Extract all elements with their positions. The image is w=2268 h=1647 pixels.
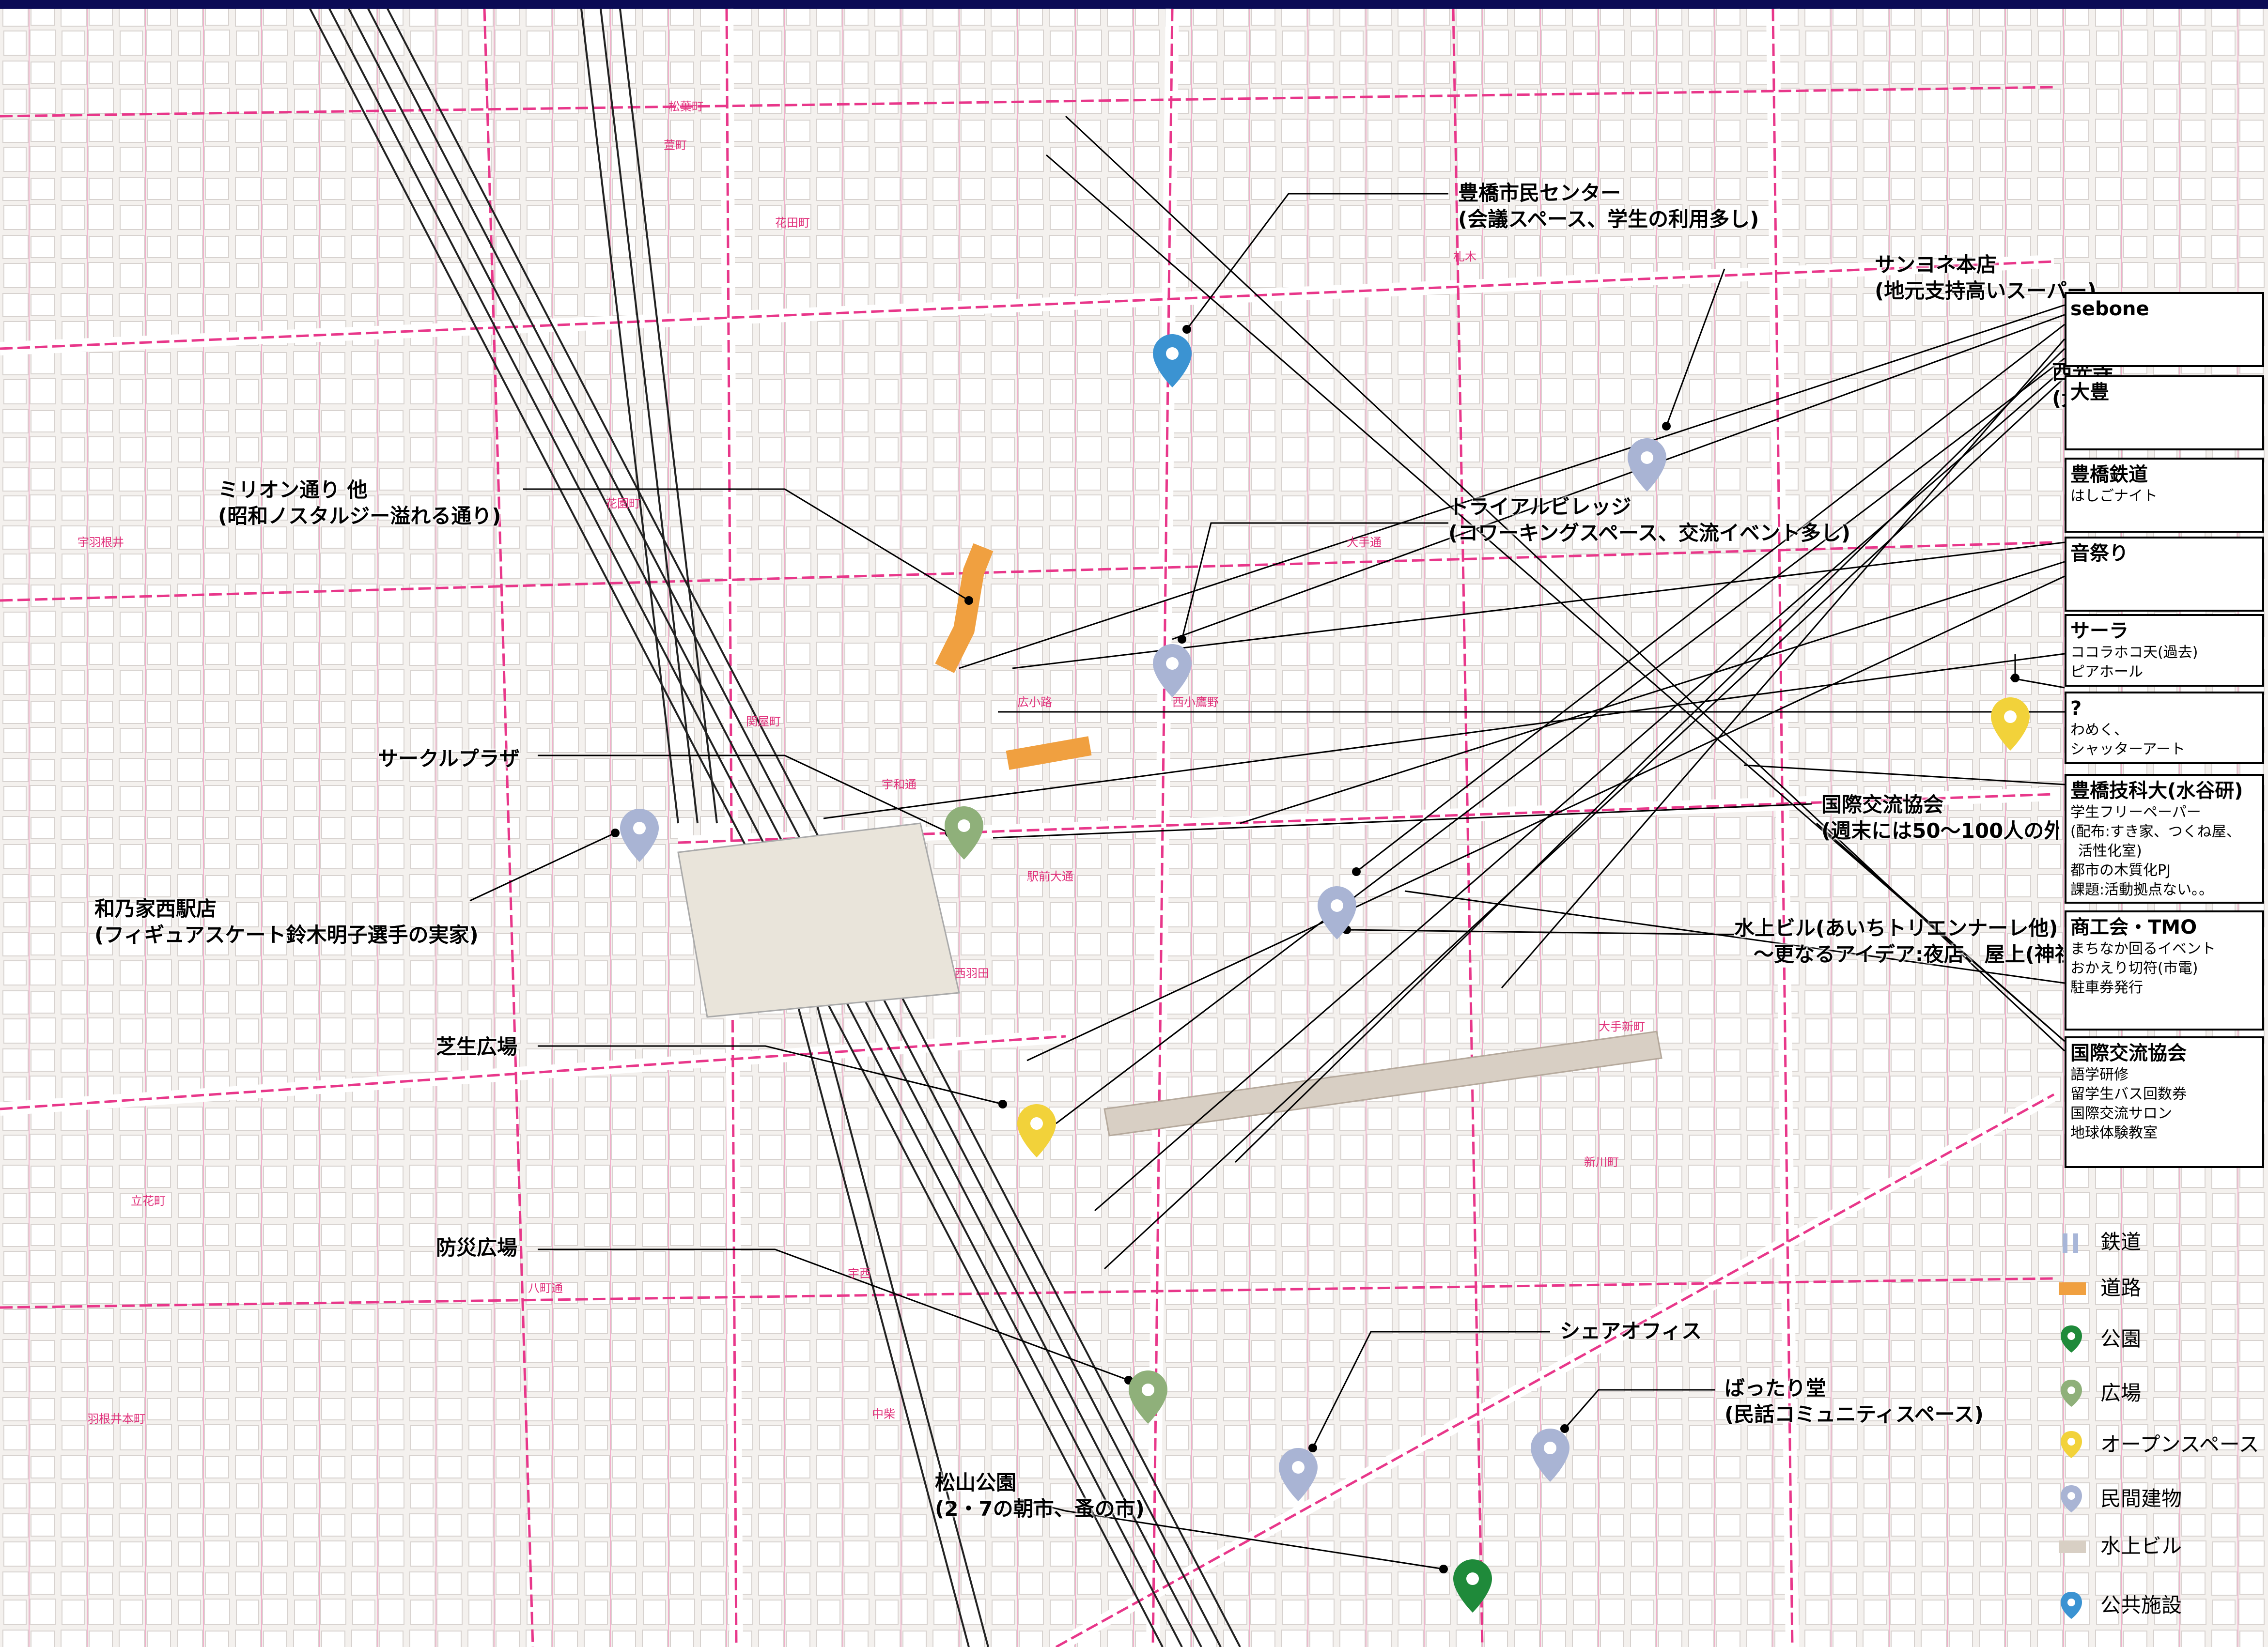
- street-label: 宇羽根井: [78, 536, 124, 549]
- street-label: 新川町: [1584, 1155, 1619, 1169]
- open-space-pin-2[interactable]: [1017, 1104, 1056, 1157]
- legend-row-mizuue: 水上ビル: [2052, 1527, 2265, 1566]
- street-label: 大手通: [1347, 536, 1382, 549]
- label-share-office: シェアオフィス: [1560, 1319, 1702, 1343]
- box-otomatsuri: 音祭り: [2065, 537, 2264, 612]
- legend-label: 公共施設: [2100, 1593, 2182, 1617]
- street-label: 中柴: [872, 1407, 895, 1421]
- box-shokokai-tmo: 商工会・TMO まちなか回るイベント おかえり切符(市電) 駐車券発行: [2065, 910, 2264, 1031]
- label-milion-dori: ミリオン通り 他(昭和ノスタルジー溢れる通り): [218, 478, 501, 528]
- label-shiba-hiroba: 芝生広場: [436, 1035, 518, 1059]
- legend-label: 広場: [2100, 1381, 2142, 1405]
- park-pin[interactable]: [1453, 1559, 1492, 1613]
- street-label: 宇西: [848, 1267, 871, 1280]
- street-label: 関屋町: [746, 715, 781, 728]
- street-label: 萱町: [664, 139, 687, 152]
- street-label: 花田町: [775, 216, 810, 230]
- open-space-pin-icon: [2061, 1431, 2082, 1458]
- street-label: 八町通: [528, 1281, 563, 1295]
- box-toyotetsu: 豊橋鉄道 はしごナイト: [2065, 458, 2264, 533]
- legend-row-open-space: オープンスペース: [2052, 1425, 2265, 1464]
- private-building-pin-icon: [2061, 1485, 2082, 1512]
- road-icon: [2059, 1282, 2086, 1295]
- legend-row-public-facility: 公共施設: [2052, 1586, 2265, 1625]
- legend-row-road: 道路: [2052, 1269, 2265, 1308]
- box-gikadai: 豊橋技科大(水谷研) 学生フリーペーパー (配布:すき家、つくね屋、 活性化室)…: [2065, 774, 2264, 904]
- legend-row-plaza: 広場: [2052, 1374, 2265, 1413]
- label-wanoya-nishi-ekiten: 和乃家西駅店(フィギュアスケート鈴木明子選手の実家): [94, 897, 479, 947]
- street-label: 西羽田: [954, 967, 989, 980]
- street-label: 西小鷹野: [1172, 695, 1219, 709]
- plaza-pin-icon: [2061, 1380, 2082, 1407]
- street-label: 宇和通: [882, 778, 917, 791]
- legend-row-rail: 鉄道: [2052, 1223, 2265, 1262]
- private-building-pin-4[interactable]: [1318, 886, 1356, 939]
- label-circle-plaza: サークルプラザ: [378, 747, 520, 770]
- legend-row-park: 公園: [2052, 1320, 2265, 1358]
- private-building-pin-2[interactable]: [1153, 644, 1192, 697]
- plaza-pin-2[interactable]: [1129, 1370, 1167, 1424]
- mizuue-icon: [2059, 1540, 2086, 1553]
- legend-label: 民間建物: [2100, 1487, 2182, 1510]
- public-facility-pin-icon: [2061, 1592, 2082, 1619]
- plaza-pin-1[interactable]: [945, 806, 983, 860]
- legend-label: オープンスペース: [2100, 1432, 2259, 1456]
- label-battari-do: ばったり堂(民話コミュニティスペース): [1724, 1376, 1984, 1426]
- open-space-pin-1[interactable]: [1991, 697, 2030, 751]
- public-facility-pin[interactable]: [1153, 334, 1192, 387]
- park-pin-icon: [2061, 1325, 2082, 1353]
- box-sala: サーラ ココラホコ天(過去) ピアホール: [2065, 614, 2264, 687]
- box-question: ? わめく、 シャッターアート: [2065, 692, 2264, 764]
- street-label: 駅前大通: [1027, 870, 1073, 883]
- label-matsuyama-park: 松山公園(2・7の朝市、蚤の市): [935, 1471, 1145, 1521]
- street-label: 松葉町: [668, 100, 703, 113]
- street-label: 札木: [1453, 250, 1476, 263]
- private-building-pin-5[interactable]: [1279, 1448, 1318, 1501]
- box-kokusai-koryu-kyokai: 国際交流協会 語学研修 留学生バス回数券 国際交流サロン 地球体験教室: [2065, 1036, 2264, 1168]
- label-kokusai-koryu-kyokai: 国際交流協会(週末には50〜100人の外: [1821, 793, 2059, 843]
- label-bosai-hiroba: 防災広場: [436, 1236, 518, 1260]
- private-building-pin-6[interactable]: [1531, 1429, 1569, 1482]
- legend-label: 公園: [2100, 1327, 2142, 1351]
- private-building-pin-1[interactable]: [1628, 438, 1666, 492]
- legend-label: 道路: [2100, 1276, 2142, 1300]
- rail-icon: [2063, 1233, 2078, 1253]
- label-sanyone-honten: サンヨネ本店(地元支持高いスーパー): [1875, 253, 2097, 303]
- label-trial-village: トライアルビレッジ(コワーキングスペース、交流イベント多し): [1448, 495, 1851, 545]
- top-bar: [0, 0, 2268, 9]
- street-label: 大手新町: [1599, 1020, 1645, 1033]
- legend-label: 水上ビル: [2100, 1534, 2182, 1558]
- legend-label: 鉄道: [2100, 1230, 2142, 1254]
- box-sebone: sebone: [2065, 292, 2264, 367]
- street-label: 立花町: [131, 1194, 166, 1208]
- legend-row-private-building: 民間建物: [2052, 1479, 2265, 1518]
- street-label: 広小路: [1017, 695, 1052, 709]
- legend: 鉄道 道路 公園 広場 オープンスペース: [2052, 1223, 2265, 1639]
- box-taiho: 大豊: [2065, 375, 2264, 450]
- label-mizuue-building: 水上ビル(あいちトリエンナーレ他)〜更なるアイデア:夜店、屋上(神社: [1734, 916, 2064, 966]
- label-toyohashi-shimin-center: 豊橋市民センター(会議スペース、学生の利用多し): [1458, 181, 1759, 231]
- private-building-pin-3[interactable]: [620, 809, 659, 862]
- street-label: 羽根井本町: [87, 1412, 145, 1426]
- street-label: 花園町: [606, 497, 640, 510]
